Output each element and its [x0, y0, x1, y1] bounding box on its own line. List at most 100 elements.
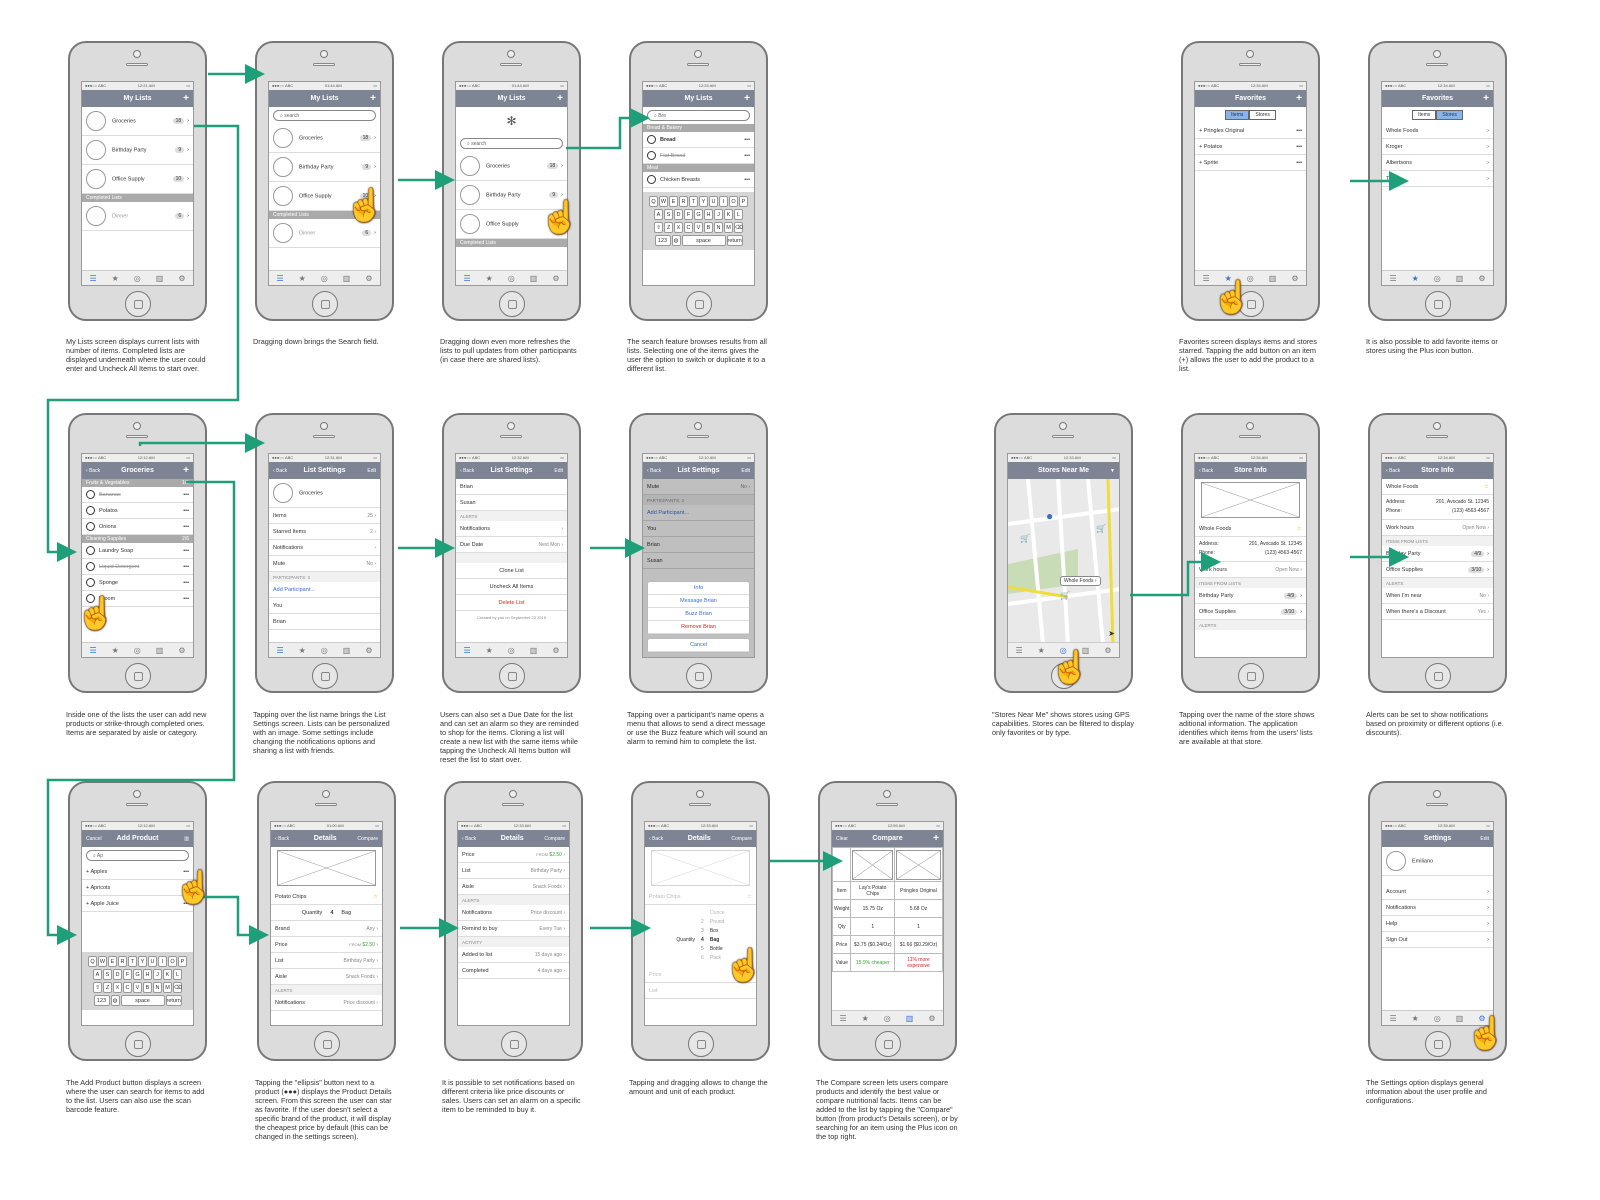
- cancel-button[interactable]: Cancel: [648, 639, 749, 652]
- list-item[interactable]: Laundry Soap•••: [82, 543, 193, 559]
- key[interactable]: B: [143, 982, 152, 993]
- store-item[interactable]: Tesco›: [1382, 171, 1493, 187]
- chart-icon[interactable]: ▥: [155, 645, 164, 655]
- compass-icon[interactable]: ◎: [1246, 273, 1254, 283]
- result-item[interactable]: Chicken Breasts•••: [643, 172, 754, 188]
- list-icon[interactable]: ☰: [89, 273, 97, 283]
- chart-icon[interactable]: ▥: [905, 1013, 914, 1023]
- star-icon[interactable]: ★: [111, 645, 119, 655]
- star-icon[interactable]: ★: [111, 273, 119, 283]
- buzz-option[interactable]: Buzz Brian: [648, 608, 749, 621]
- compass-icon[interactable]: ◎: [1433, 273, 1441, 283]
- key[interactable]: B: [704, 222, 713, 233]
- search-input[interactable]: ⌕ Ap: [86, 850, 189, 861]
- key[interactable]: T: [689, 196, 698, 207]
- add-icon[interactable]: +: [744, 93, 750, 104]
- key[interactable]: L: [173, 969, 182, 980]
- profile-row[interactable]: Emiliano: [1382, 847, 1493, 876]
- compare-button[interactable]: Compare: [357, 835, 378, 842]
- store-item[interactable]: Whole Foods›: [1382, 123, 1493, 139]
- key[interactable]: O: [168, 956, 177, 967]
- gear-icon[interactable]: ⚙: [365, 273, 373, 283]
- add-icon[interactable]: +: [183, 465, 189, 476]
- star-icon[interactable]: ☆: [1297, 525, 1302, 532]
- search-input[interactable]: ⌕ Bre: [647, 110, 750, 121]
- key[interactable]: X: [113, 982, 122, 993]
- add-icon[interactable]: +: [370, 93, 376, 104]
- store-callout[interactable]: Whole Foods ›: [1060, 576, 1101, 586]
- key[interactable]: N: [153, 982, 162, 993]
- key[interactable]: S: [103, 969, 112, 980]
- list-icon[interactable]: ☰: [1202, 273, 1210, 283]
- remove-option[interactable]: Remove Brian: [648, 621, 749, 634]
- store-item[interactable]: Kroger›: [1382, 139, 1493, 155]
- key[interactable]: J: [153, 969, 162, 980]
- key[interactable]: I: [158, 956, 167, 967]
- gear-icon[interactable]: ⚙: [1478, 1013, 1486, 1023]
- list-item[interactable]: Potatos•••: [82, 503, 193, 519]
- chart-icon[interactable]: ▥: [529, 645, 538, 655]
- key[interactable]: Q: [649, 196, 658, 207]
- key[interactable]: Z: [664, 222, 673, 233]
- add-icon[interactable]: +: [1296, 93, 1302, 104]
- star-icon[interactable]: ★: [1037, 645, 1045, 655]
- compass-icon[interactable]: ◎: [883, 1013, 891, 1023]
- key[interactable]: K: [724, 209, 733, 220]
- key[interactable]: F: [123, 969, 132, 980]
- key[interactable]: I: [719, 196, 728, 207]
- star-icon[interactable]: ★: [1411, 273, 1419, 283]
- star-icon[interactable]: ★: [861, 1013, 869, 1023]
- back-button[interactable]: ‹ Back: [273, 467, 288, 474]
- key[interactable]: M: [163, 982, 172, 993]
- key[interactable]: U: [709, 196, 718, 207]
- key[interactable]: W: [98, 956, 107, 967]
- edit-button[interactable]: Edit: [1480, 835, 1489, 842]
- list-icon[interactable]: ☰: [1389, 273, 1397, 283]
- star-icon[interactable]: ★: [298, 645, 306, 655]
- chart-icon[interactable]: ▥: [155, 273, 164, 283]
- info-option[interactable]: Info: [648, 582, 749, 595]
- gear-icon[interactable]: ⚙: [552, 273, 560, 283]
- key[interactable]: D: [674, 209, 683, 220]
- gear-icon[interactable]: ⚙: [1478, 273, 1486, 283]
- settings-row[interactable]: Account›: [1382, 884, 1493, 900]
- participant[interactable]: Susan: [456, 495, 567, 511]
- key[interactable]: X: [674, 222, 683, 233]
- add-icon[interactable]: +: [557, 93, 563, 104]
- add-icon[interactable]: +: [1483, 93, 1489, 104]
- message-option[interactable]: Message Brian: [648, 595, 749, 608]
- key[interactable]: K: [163, 969, 172, 980]
- compass-icon[interactable]: ◎: [1059, 645, 1067, 655]
- filter-icon[interactable]: ▼: [1110, 467, 1115, 474]
- list-icon[interactable]: ☰: [463, 645, 471, 655]
- key[interactable]: P: [739, 196, 748, 207]
- key[interactable]: V: [133, 982, 142, 993]
- settings-row[interactable]: Help›: [1382, 916, 1493, 932]
- favorite-item[interactable]: + Pringles Original•••: [1195, 123, 1306, 139]
- list-icon[interactable]: ☰: [276, 645, 284, 655]
- key[interactable]: J: [714, 209, 723, 220]
- list-item[interactable]: Bananas•••: [82, 487, 193, 503]
- key[interactable]: V: [694, 222, 703, 233]
- map[interactable]: ● 🛒 🛒 🛒 Whole Foods › ➤: [1008, 479, 1119, 642]
- gear-icon[interactable]: ⚙: [178, 273, 186, 283]
- add-icon[interactable]: +: [183, 93, 189, 104]
- key[interactable]: H: [704, 209, 713, 220]
- gear-icon[interactable]: ⚙: [1104, 645, 1112, 655]
- cart-icon[interactable]: 🛒: [1020, 534, 1030, 543]
- compass-icon[interactable]: ◎: [133, 273, 141, 283]
- compass-icon[interactable]: ◎: [507, 645, 515, 655]
- list-icon[interactable]: ☰: [276, 273, 284, 283]
- search-input[interactable]: ⌕ search: [460, 138, 563, 149]
- locate-arrow-icon[interactable]: ➤: [1108, 629, 1115, 638]
- gear-icon[interactable]: ⚙: [552, 645, 560, 655]
- compass-icon[interactable]: ◎: [320, 645, 328, 655]
